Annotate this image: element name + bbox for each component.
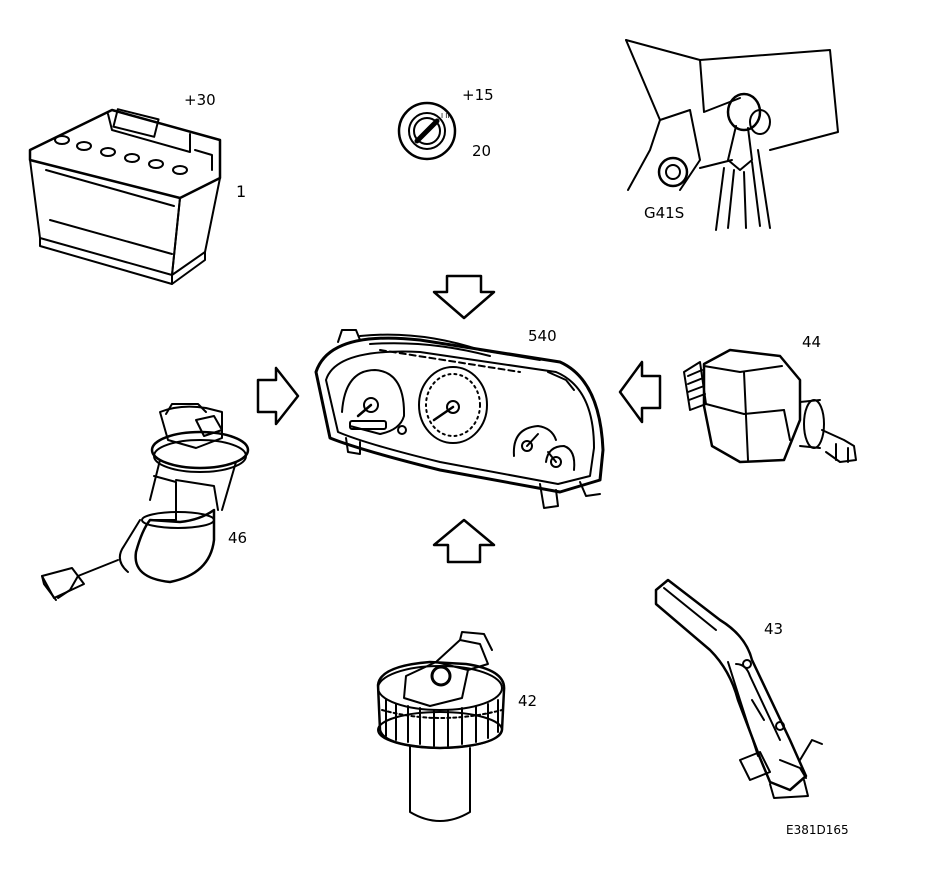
arrow-up-icon xyxy=(432,518,496,564)
instrument-cluster-label: 540 xyxy=(528,327,557,345)
fluid-level-sensor-illustration xyxy=(376,631,506,822)
ignition-switch-illustration: I II xyxy=(397,101,457,161)
fuel-pump-label: 46 xyxy=(228,529,248,547)
battery-terminal-label: +30 xyxy=(184,91,216,109)
arrow-right-icon xyxy=(256,366,300,426)
oil-pressure-sensor-illustration xyxy=(683,348,857,464)
ground-point-label: G41S xyxy=(644,204,685,222)
figure-code: E381D165 xyxy=(786,823,849,837)
ground-point-illustration xyxy=(625,39,839,231)
handbrake-illustration xyxy=(654,578,823,799)
svg-text:I II: I II xyxy=(441,112,449,120)
ignition-terminal-label: +15 xyxy=(462,86,494,104)
fuel-pump-illustration xyxy=(41,403,250,601)
battery-label: 1 xyxy=(236,182,247,201)
handbrake-label: 43 xyxy=(764,620,784,638)
battery-illustration xyxy=(28,108,222,285)
oil-sensor-label: 44 xyxy=(802,333,822,351)
arrow-left-icon xyxy=(618,360,662,424)
instrument-cluster-illustration xyxy=(314,329,605,509)
arrow-down-icon xyxy=(432,274,496,320)
ignition-label: 20 xyxy=(472,142,492,160)
fluid-sensor-label: 42 xyxy=(518,692,538,710)
